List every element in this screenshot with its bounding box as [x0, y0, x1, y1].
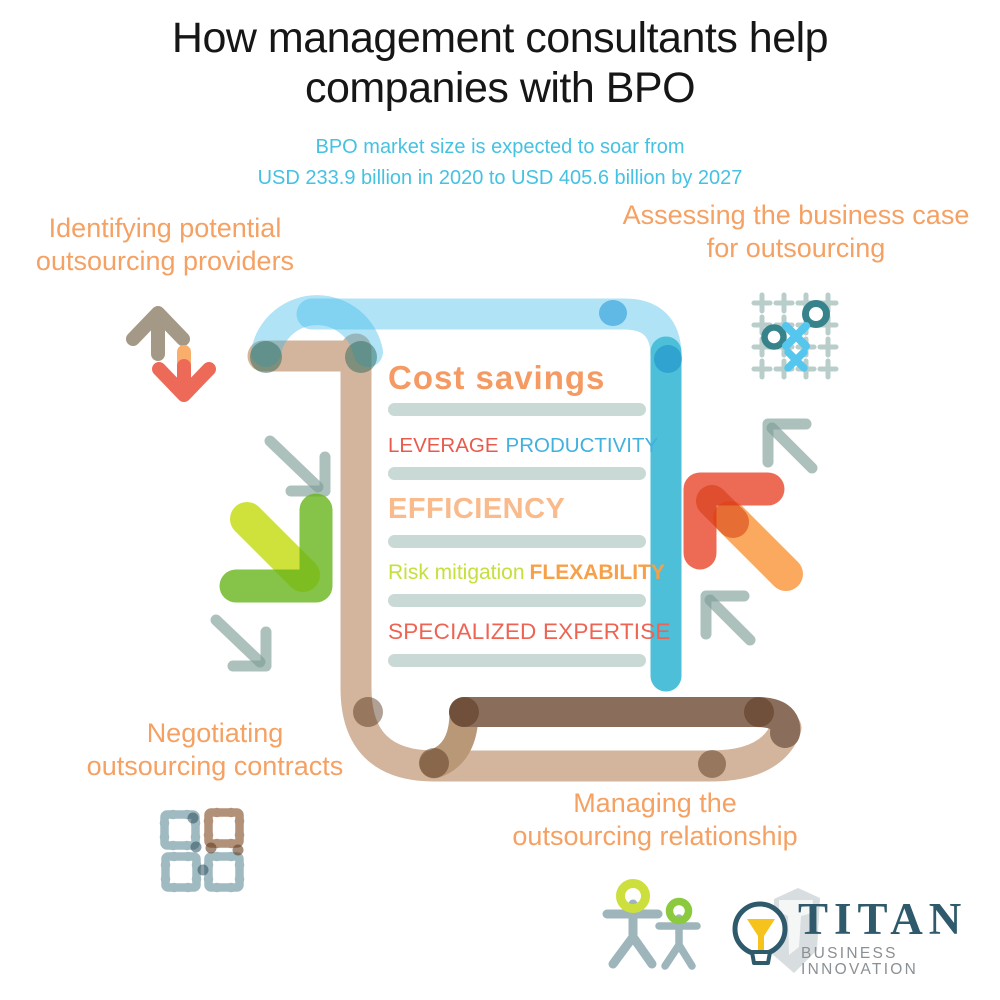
scroll-document-shape — [247, 295, 802, 782]
benefit-leverage: LEVERAGE — [388, 434, 499, 457]
separator-bar — [388, 467, 646, 480]
page-title: How management consultants help companie… — [0, 14, 1000, 114]
logo-tagline: BUSINESS INNOVATION — [801, 945, 919, 978]
logo-brand-name: TITAN — [798, 894, 968, 944]
benefit-productivity: PRODUCTIVITY — [505, 434, 659, 457]
benefit-risk-mitigation: Risk mitigation — [388, 561, 525, 584]
orange-up-left-arrow-icon — [683, 472, 803, 591]
puzzle-pieces-icon — [159, 807, 245, 893]
benefit-specialized-expertise: SPECIALIZED EXPERTISE — [388, 619, 671, 644]
separator-bar — [388, 535, 646, 548]
separator-bar — [388, 403, 646, 416]
separator-bar — [388, 654, 646, 667]
benefit-heading: Cost savings — [388, 359, 606, 396]
title-line-2: companies with BPO — [304, 63, 696, 112]
subtitle-line-2: USD 233.9 billion in 2020 to USD 405.6 b… — [257, 167, 743, 189]
benefit-efficiency: EFFICIENCY — [388, 493, 566, 525]
green-down-right-arrow-icon — [219, 493, 333, 603]
subtitle-line-1: BPO market size is expected to soar from — [315, 136, 685, 158]
tic-tac-toe-grid-icon — [751, 292, 839, 380]
lightbulb-shield-logo-icon — [732, 888, 820, 973]
market-size-subtitle: BPO market size is expected to soar from… — [0, 132, 1000, 194]
up-down-arrows-icon — [126, 306, 216, 402]
section-label-negotiating-contracts: Negotiating outsourcing contracts — [86, 718, 344, 781]
separator-bar — [388, 594, 646, 607]
scroll-benefits-list: Cost savings LEVERAGE PRODUCTIVITY EFFICI… — [388, 359, 671, 667]
section-label-managing-relationship: Managing the outsourcing relationship — [512, 788, 798, 851]
section-label-identifying-providers: Identifying potential outsourcing provid… — [35, 213, 295, 276]
title-line-1: How management consultants help — [171, 14, 829, 62]
small-teal-arrow-icon — [700, 418, 818, 646]
small-teal-arrow-icon — [210, 435, 331, 672]
section-label-assessing-business-case: Assessing the business case for outsourc… — [622, 200, 970, 263]
benefit-flexability: FLEXABILITY — [529, 561, 665, 584]
people-icon — [602, 879, 701, 970]
benefit-row-leverage-productivity: LEVERAGE PRODUCTIVITY — [388, 434, 658, 458]
